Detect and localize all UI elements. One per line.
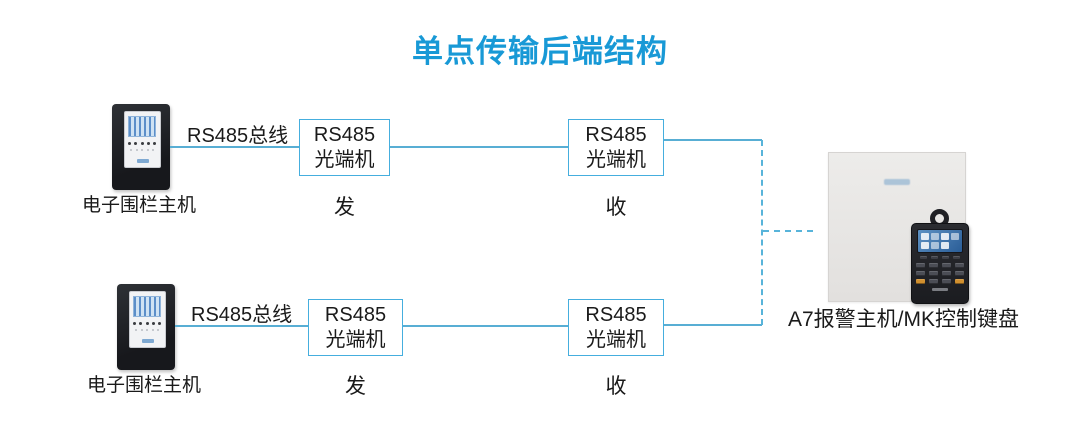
keypad-key-row bbox=[916, 263, 964, 268]
keypad-screen bbox=[917, 229, 963, 253]
keypad-key-orange bbox=[955, 279, 964, 284]
keypad-key-row bbox=[916, 271, 964, 276]
button-dot bbox=[146, 329, 148, 331]
alarm-host-label: A7报警主机/MK控制键盘 bbox=[788, 308, 1020, 331]
button-dot bbox=[140, 329, 143, 331]
keypad-key bbox=[929, 271, 938, 276]
keypad-screen-icon bbox=[921, 242, 929, 249]
indicator-dot bbox=[140, 142, 144, 145]
indicator-dot bbox=[128, 142, 131, 145]
button-dot bbox=[157, 329, 159, 331]
keypad-key bbox=[942, 263, 951, 268]
fence-host-label: 电子围栏主机 bbox=[86, 375, 201, 396]
receiver-box-line2: 光端机 bbox=[586, 148, 646, 171]
receiver-box-line1: RS485 bbox=[585, 123, 647, 146]
fence-host-button-dots bbox=[135, 329, 159, 331]
button-dot bbox=[135, 149, 138, 151]
fence-host-panel bbox=[124, 111, 161, 168]
fiber-connector-line bbox=[403, 325, 568, 327]
alarm-host-logo-mark bbox=[884, 179, 910, 185]
keypad-screen-icon bbox=[931, 242, 939, 249]
indicator-dot bbox=[153, 142, 156, 145]
keypad-screen-icon bbox=[921, 233, 929, 240]
dashed-branch-line bbox=[763, 230, 813, 232]
fence-host-button-dots bbox=[130, 149, 154, 151]
receiver-box: RS485 光端机 bbox=[568, 299, 664, 356]
indicator-dot bbox=[158, 322, 161, 325]
keypad-bottom-row bbox=[916, 279, 964, 284]
indicator-dot bbox=[145, 322, 149, 325]
indicator-dot bbox=[146, 142, 150, 145]
keypad-key-orange bbox=[916, 279, 925, 284]
keypad-key bbox=[920, 256, 927, 260]
fence-host-panel bbox=[129, 291, 166, 348]
keypad-key bbox=[931, 256, 938, 260]
keypad-key bbox=[942, 279, 951, 284]
button-dot bbox=[141, 149, 143, 151]
fence-host-image bbox=[112, 104, 170, 190]
keypad-screen-icon bbox=[941, 242, 949, 249]
fence-host-logo-mark bbox=[141, 339, 154, 343]
bus-label: RS485总线 bbox=[191, 304, 293, 326]
fence-host-screen bbox=[133, 296, 161, 317]
bus-connector-line bbox=[175, 325, 308, 327]
keypad-key bbox=[929, 279, 938, 284]
indicator-dot bbox=[139, 322, 143, 325]
fence-host-image bbox=[117, 284, 175, 370]
keypad-key bbox=[916, 271, 925, 276]
fence-host-indicator-dots bbox=[133, 322, 161, 325]
page-title: 单点传输后端结构 bbox=[412, 34, 668, 69]
control-keypad-image bbox=[911, 223, 969, 304]
dashed-trunk-line bbox=[761, 140, 763, 325]
transmitter-box-line2: 光端机 bbox=[314, 148, 375, 171]
button-dot bbox=[146, 149, 149, 151]
receiver-box: RS485 光端机 bbox=[568, 119, 664, 176]
keypad-key bbox=[942, 271, 951, 276]
keypad-key bbox=[955, 263, 964, 268]
indicator-dot bbox=[151, 322, 155, 325]
bus-connector-line bbox=[170, 146, 299, 148]
keypad-key bbox=[929, 263, 938, 268]
transmitter-box: RS485 光端机 bbox=[308, 299, 403, 356]
fence-host-screen bbox=[128, 116, 156, 137]
keypad-screen-icon bbox=[951, 233, 959, 240]
button-dot bbox=[151, 329, 154, 331]
transmitter-box-line2: 光端机 bbox=[325, 328, 386, 351]
indicator-dot bbox=[134, 142, 138, 145]
receiver-box-line1: RS485 bbox=[585, 303, 647, 326]
receiver-mode-label: 收 bbox=[605, 196, 627, 219]
transmitter-box-line1: RS485 bbox=[324, 303, 387, 326]
button-dot bbox=[135, 329, 137, 331]
fence-host-logo-mark bbox=[136, 159, 149, 163]
transmitter-mode-label: 发 bbox=[334, 196, 355, 219]
bus-label: RS485总线 bbox=[187, 125, 289, 147]
keypad-key bbox=[955, 271, 964, 276]
transmitter-box-line1: RS485 bbox=[313, 123, 376, 146]
output-connector-line bbox=[664, 324, 762, 326]
button-dot bbox=[130, 149, 132, 151]
keypad-brand-mark bbox=[932, 288, 948, 291]
fence-host-indicator-dots bbox=[128, 142, 156, 145]
receiver-box-line2: 光端机 bbox=[586, 328, 646, 351]
receiver-mode-label: 收 bbox=[605, 375, 627, 398]
keypad-function-row bbox=[920, 256, 960, 260]
indicator-dot bbox=[133, 322, 136, 325]
fiber-connector-line bbox=[390, 146, 568, 148]
button-dot bbox=[152, 149, 154, 151]
keypad-key bbox=[942, 256, 949, 260]
transmitter-box: RS485 光端机 bbox=[299, 119, 390, 176]
output-connector-line bbox=[664, 139, 762, 141]
transmitter-mode-label: 发 bbox=[345, 375, 366, 398]
keypad-key bbox=[953, 256, 960, 260]
keypad-key bbox=[916, 263, 925, 268]
fence-host-label: 电子围栏主机 bbox=[81, 195, 196, 216]
keypad-screen-icon bbox=[931, 233, 939, 240]
keypad-screen-icon bbox=[941, 233, 949, 240]
